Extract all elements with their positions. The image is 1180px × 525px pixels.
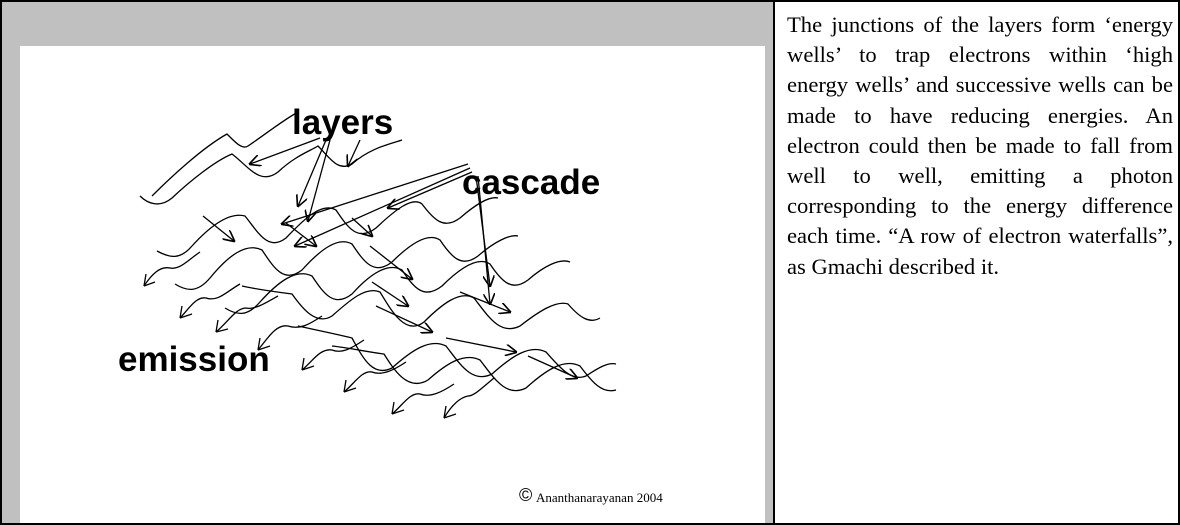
- well-arrow-9: [527, 355, 577, 378]
- credit-symbol: ©: [519, 485, 532, 505]
- cascade-arrow-1: [282, 163, 469, 224]
- well-arrow-3: [351, 217, 372, 236]
- layers-arrow-2: [298, 139, 327, 206]
- cascade-arrows: [282, 163, 490, 304]
- caption-paragraph: The junctions of the layers form ‘energy…: [787, 12, 1173, 279]
- layers-arrow-3: [308, 139, 331, 221]
- layer-wave-1: [151, 111, 299, 197]
- emission-arrow-8: [443, 377, 495, 419]
- cascade-figure: layers cascade emission: [20, 46, 765, 523]
- layer-wave-3: [156, 197, 499, 258]
- emission-arrow-1: [143, 251, 201, 287]
- cascade-arrow-2: [295, 167, 471, 246]
- well-arrow-5: [371, 281, 408, 306]
- layers-arrows: [250, 137, 361, 221]
- cascade-diagram: layers cascade emission: [118, 103, 663, 505]
- emission-arrow-5: [301, 339, 365, 371]
- credit-text: Ananthanarayanan 2004: [536, 490, 663, 505]
- cascade-arrow-5: [477, 175, 490, 304]
- emission-arrowheads: [143, 273, 457, 419]
- layers-arrow-1: [250, 137, 321, 164]
- figure-cell: layers cascade emission: [2, 2, 775, 523]
- well-arrow-8: [445, 337, 516, 352]
- layer-wave-7: [297, 325, 617, 378]
- emission-arrow-6: [343, 361, 407, 393]
- well-arrow-2: [285, 222, 316, 246]
- well-arrow-6: [375, 305, 432, 332]
- layer-wave-8: [331, 345, 617, 392]
- emission-arrow-7: [391, 383, 455, 415]
- layer-wave-2: [139, 139, 403, 205]
- layers-arrow-4: [348, 139, 361, 166]
- well-arrow-1: [202, 215, 234, 241]
- well-arrow-7: [459, 291, 510, 312]
- emission-arrows: [143, 251, 495, 419]
- layer-wave-4: [174, 235, 519, 290]
- layer-wave-6: [241, 285, 601, 330]
- label-emission: emission: [118, 340, 270, 379]
- label-cascade: cascade: [462, 163, 600, 202]
- cascade-arrow-3: [388, 171, 473, 208]
- emission-arrow-3: [215, 295, 279, 333]
- well-arrows: [202, 215, 577, 378]
- label-layers: layers: [292, 103, 393, 142]
- emission-arrow-2: [179, 283, 241, 319]
- well-arrow-4: [369, 245, 412, 279]
- emission-arrow-4: [257, 315, 323, 351]
